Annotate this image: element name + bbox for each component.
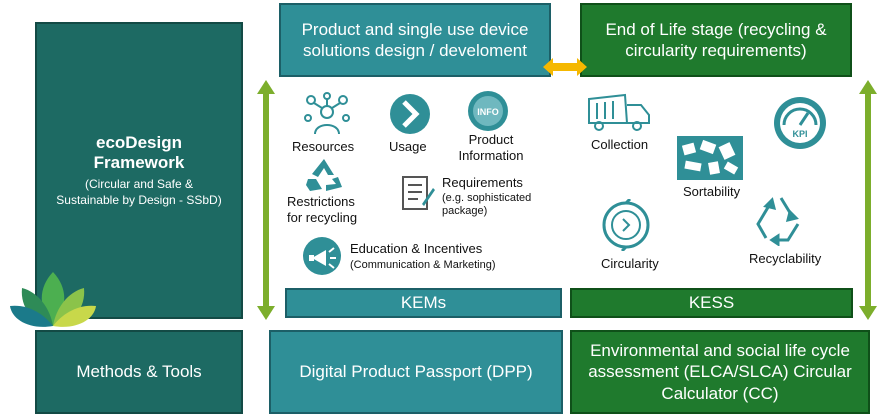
restrictions-label: Restrictions for recycling bbox=[287, 194, 358, 225]
methods-tools-label: Methods & Tools bbox=[76, 362, 202, 381]
product-info-icon: INFO bbox=[468, 91, 508, 131]
collection-label: Collection bbox=[591, 137, 649, 152]
sortability-label: Sortability bbox=[683, 184, 741, 199]
resources-icon bbox=[304, 92, 350, 135]
usage-icon bbox=[390, 94, 430, 134]
methods-tools-box: Methods & Tools bbox=[35, 330, 243, 414]
collection-truck-icon bbox=[588, 93, 650, 131]
education-label: Education & Incentives bbox=[350, 241, 483, 256]
kems-label: KEMs bbox=[400, 293, 447, 312]
right-vertical-arrow-icon bbox=[859, 80, 877, 320]
product-design-box: Product and single use device solutions … bbox=[279, 3, 551, 77]
lca-label: Environmental and social life cycle asse… bbox=[588, 341, 852, 403]
framework-title: ecoDesign Framework bbox=[93, 132, 185, 172]
sortability-icon bbox=[677, 136, 743, 180]
dpp-label: Digital Product Passport (DPP) bbox=[299, 362, 533, 381]
requirements-icon bbox=[402, 176, 435, 210]
double-arrow-icon bbox=[543, 58, 587, 76]
info-badge-text: INFO bbox=[477, 107, 499, 117]
end-of-life-box: End of Life stage (recycling & circulari… bbox=[580, 3, 852, 77]
lca-box: Environmental and social life cycle asse… bbox=[570, 330, 870, 414]
framework-box: ecoDesign Framework (Circular and Safe &… bbox=[35, 22, 243, 319]
requirements-label: Requirements bbox=[442, 175, 523, 190]
circularity-label: Circularity bbox=[601, 256, 659, 271]
product-design-label: Product and single use device solutions … bbox=[301, 19, 529, 60]
lotus-logo-icon bbox=[10, 272, 96, 327]
kess-box: KESS bbox=[570, 288, 853, 318]
recyclability-label: Recyclability bbox=[749, 251, 822, 266]
education-sub-label: (Communication & Marketing) bbox=[350, 259, 496, 271]
recycle-icon bbox=[306, 159, 342, 191]
usage-label: Usage bbox=[389, 139, 427, 154]
kpi-gauge-icon: KPI bbox=[774, 97, 826, 149]
product-info-label: Product Information bbox=[458, 132, 524, 163]
education-icon bbox=[303, 237, 341, 275]
dpp-box: Digital Product Passport (DPP) bbox=[269, 330, 563, 414]
circularity-icon bbox=[602, 199, 650, 251]
kess-label: KESS bbox=[688, 293, 735, 312]
left-vertical-arrow-icon bbox=[257, 80, 275, 320]
requirements-sub-label: (e.g. sophisticated package) bbox=[442, 192, 532, 218]
kpi-badge-text: KPI bbox=[792, 129, 807, 139]
recyclability-icon bbox=[756, 197, 800, 246]
resources-label: Resources bbox=[292, 139, 355, 154]
framework-subtitle: (Circular and Safe & Sustainable by Desi… bbox=[56, 177, 222, 207]
end-of-life-label: End of Life stage (recycling & circulari… bbox=[605, 19, 827, 60]
kems-box: KEMs bbox=[285, 288, 562, 318]
